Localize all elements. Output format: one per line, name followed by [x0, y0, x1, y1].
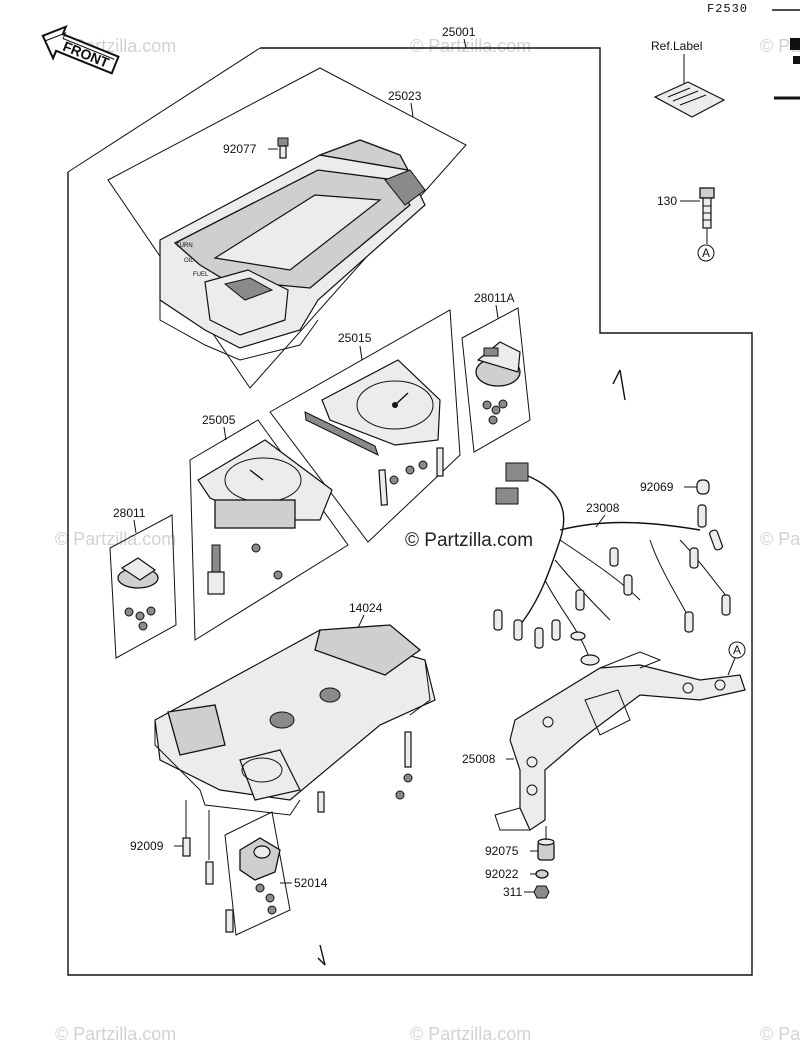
label-14024: 14024 — [349, 601, 383, 615]
watermark-layer: © Partzilla.com © Partzilla.com © Partzi… — [55, 36, 800, 1044]
label-25008: 25008 — [462, 752, 496, 766]
meter-cover: TURN OIL FUEL — [159, 139, 426, 361]
label-92009: 92009 — [130, 839, 164, 853]
label-25023: 25023 — [388, 89, 422, 103]
meter-case — [154, 624, 436, 816]
leader-line — [410, 102, 414, 118]
gauge-25005 — [197, 439, 333, 595]
label-23008: 23008 — [586, 501, 620, 515]
grommet-92075 — [537, 826, 555, 861]
label-92069: 92069 — [640, 480, 674, 494]
stray-mark — [319, 944, 326, 966]
wiring-harness — [493, 462, 731, 666]
sticker-line — [679, 94, 707, 106]
ref-label-sticker — [653, 81, 726, 118]
watermark-text: © Partzilla.com — [760, 1024, 800, 1044]
screw-92077 — [277, 137, 289, 159]
label-92022: 92022 — [485, 867, 519, 881]
label-311: 311 — [503, 885, 522, 899]
bracket-25005 — [189, 419, 349, 641]
assembly-frame — [67, 47, 753, 976]
label-130: 130 — [657, 194, 677, 208]
indicator-lamp-28011 — [117, 557, 159, 631]
screw-92009 — [182, 837, 191, 857]
figure-code: F2530 — [707, 2, 748, 16]
label-25015: 25015 — [338, 331, 372, 345]
leader-line — [359, 345, 363, 361]
switch-52014 — [239, 837, 281, 915]
watermark-text: © Partzilla.com — [760, 529, 800, 549]
ref-marker-a-text: A — [702, 246, 710, 260]
watermark-text: © Partzilla.com — [410, 1024, 531, 1044]
corner-mark — [793, 56, 800, 64]
cover-marking: TURN — [176, 243, 193, 249]
stray-mark — [612, 369, 621, 385]
screw-92009 — [205, 861, 214, 885]
leader-line — [727, 657, 736, 676]
bracket-28011 — [109, 514, 177, 659]
label-25005: 25005 — [202, 413, 236, 427]
leader-line — [495, 304, 499, 319]
label-25001: 25001 — [442, 25, 476, 39]
sticker-line — [672, 90, 699, 102]
corner-mark — [790, 38, 800, 50]
label-28011A: 28011A — [474, 291, 514, 305]
watermark-text: © Partzilla.com — [55, 529, 176, 549]
bracket-28011A — [461, 307, 531, 453]
watermark-text: © Partzilla.com — [410, 36, 531, 56]
stray-mark — [619, 369, 626, 401]
leader-line — [463, 38, 467, 49]
leader-line — [595, 514, 606, 528]
ref-label-title: Ref.Label — [651, 39, 702, 53]
ref-marker-a — [697, 244, 715, 262]
nut-311 — [533, 885, 550, 899]
cover-marking: FUEL — [193, 272, 209, 278]
ref-marker-a — [728, 641, 746, 659]
bolt-130 — [699, 187, 715, 229]
watermark-text: © Partzilla.com — [55, 1024, 176, 1044]
sticker-line — [667, 87, 691, 98]
bracket-52014 — [224, 811, 291, 936]
label-28011: 28011 — [113, 506, 146, 520]
label-92077: 92077 — [223, 142, 257, 156]
stray-mark — [317, 957, 326, 966]
leader-line — [357, 614, 365, 629]
bracket-25015 — [269, 309, 461, 543]
bulb-92069 — [696, 479, 710, 495]
gauge-25015 — [304, 359, 444, 506]
ref-marker-a-text: A — [733, 643, 741, 657]
assembly-frame-edge — [67, 47, 261, 173]
mounting-bracket-25008 — [494, 651, 746, 831]
watermark-center: © Partzilla.com — [405, 530, 533, 551]
screw-92009 — [225, 909, 234, 933]
leader-line — [223, 426, 227, 441]
label-92075: 92075 — [485, 844, 519, 858]
label-52014: 52014 — [294, 876, 328, 890]
leader-line — [133, 519, 137, 534]
cover-marking: OIL — [184, 258, 194, 264]
indicator-lamp-28011A — [475, 341, 521, 425]
washer-92022 — [535, 869, 549, 879]
